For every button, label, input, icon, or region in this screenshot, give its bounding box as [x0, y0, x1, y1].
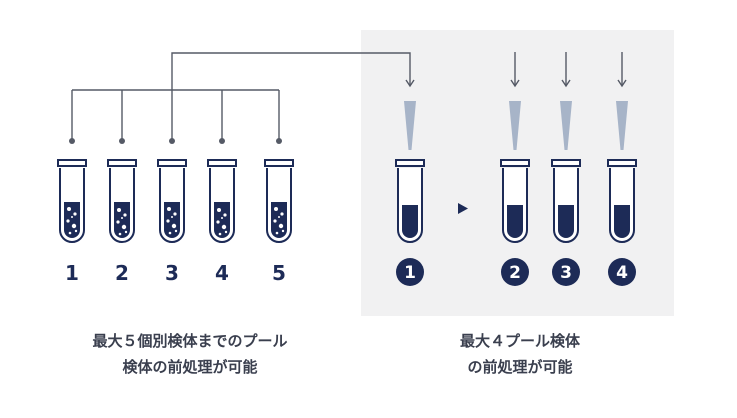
- sample-liquid: [402, 205, 418, 238]
- connector-dot: [119, 138, 125, 144]
- bubble: [174, 229, 178, 233]
- svg-text:4: 4: [616, 263, 628, 283]
- sample-liquid: [507, 205, 523, 238]
- tube-number-badge: 3: [552, 258, 580, 286]
- svg-text:1: 1: [404, 263, 416, 283]
- test-tube-icon: [551, 159, 581, 243]
- pipette-tip-icon: [509, 101, 521, 150]
- connection-lines: [69, 52, 627, 144]
- bubble: [221, 224, 227, 230]
- tube-number-badge: 1: [396, 258, 424, 286]
- bubble: [68, 231, 72, 235]
- sample-liquid: [64, 202, 80, 238]
- pipette-tip-icon: [560, 101, 572, 150]
- tube-number-label: 5: [272, 261, 286, 285]
- left-caption: 最大５個別検体までのプール 検体の前処理が可能: [40, 328, 340, 380]
- bubble: [275, 231, 279, 235]
- labels-layer: 1 2 3 4 5 1 2 3 4: [65, 258, 636, 286]
- svg-text:2: 2: [509, 263, 521, 283]
- left-caption-line-2: 検体の前処理が可能: [122, 358, 258, 376]
- bubble: [116, 220, 120, 224]
- test-tube-icon: [157, 159, 187, 243]
- bubble: [171, 216, 173, 218]
- bubble: [124, 230, 128, 234]
- bubble: [118, 232, 122, 236]
- svg-text:3: 3: [560, 263, 572, 283]
- test-tube-icon: [607, 159, 637, 243]
- bubble: [223, 213, 227, 217]
- left-caption-line-1: 最大５個別検体までのプール: [92, 332, 288, 350]
- connector-dot: [219, 138, 225, 144]
- bubble: [73, 212, 77, 216]
- bubble: [171, 223, 177, 229]
- connector-dot: [69, 138, 75, 144]
- sample-liquid: [164, 202, 180, 238]
- test-tube-icon: [57, 159, 87, 243]
- bubble: [66, 219, 70, 223]
- down-arrow-icon: [617, 52, 627, 88]
- pipette-tip-icon: [616, 101, 628, 150]
- sample-liquid: [558, 205, 574, 238]
- tips-layer: [404, 101, 628, 150]
- bubble: [173, 212, 177, 216]
- bubble: [218, 232, 222, 236]
- test-tube-icon: [107, 159, 137, 243]
- sample-liquid: [614, 205, 630, 238]
- bubble: [274, 207, 278, 211]
- test-tube-icon: [207, 159, 237, 243]
- bubble: [280, 212, 284, 216]
- tube-number-badge: 2: [501, 258, 529, 286]
- tube-number-label: 1: [65, 261, 79, 285]
- bubble: [67, 207, 71, 211]
- right-caption-line-1: 最大４プール検体: [459, 332, 580, 350]
- bubble: [224, 230, 228, 234]
- down-arrow-icon: [510, 52, 520, 88]
- bubble: [167, 207, 171, 211]
- bubble: [71, 216, 73, 218]
- bubble: [121, 217, 123, 219]
- tube-number-label: 4: [215, 261, 229, 285]
- tubes-layer: [57, 159, 637, 243]
- bubble: [166, 219, 170, 223]
- bubble: [278, 216, 280, 218]
- pipette-tip-icon: [404, 101, 416, 150]
- sample-liquid: [214, 202, 230, 238]
- tube-number-badge: 4: [608, 258, 636, 286]
- bubble: [71, 223, 77, 229]
- tube-number-label: 2: [115, 261, 129, 285]
- sample-liquid: [114, 202, 130, 238]
- bubble: [121, 224, 127, 230]
- connector-dot: [276, 138, 282, 144]
- bubble: [221, 217, 223, 219]
- bubble: [217, 208, 221, 212]
- sample-liquid: [271, 202, 287, 238]
- test-tube-icon: [395, 159, 425, 243]
- right-caption: 最大４プール検体 の前処理が可能: [400, 328, 640, 380]
- play-triangle-icon: [458, 203, 468, 214]
- bubble: [278, 223, 284, 229]
- transfer-line: [171, 52, 411, 90]
- bubble: [117, 208, 121, 212]
- test-tube-icon: [264, 159, 294, 243]
- connector-dot: [169, 138, 175, 144]
- bubble: [123, 213, 127, 217]
- test-tube-icon: [500, 159, 530, 243]
- bubble: [273, 219, 277, 223]
- tube-number-label: 3: [165, 261, 179, 285]
- bubble: [281, 229, 285, 233]
- bubble: [74, 229, 78, 233]
- right-caption-line-2: の前処理が可能: [467, 358, 573, 376]
- down-arrow-icon: [561, 52, 571, 88]
- bubble: [216, 220, 220, 224]
- bubble: [168, 231, 172, 235]
